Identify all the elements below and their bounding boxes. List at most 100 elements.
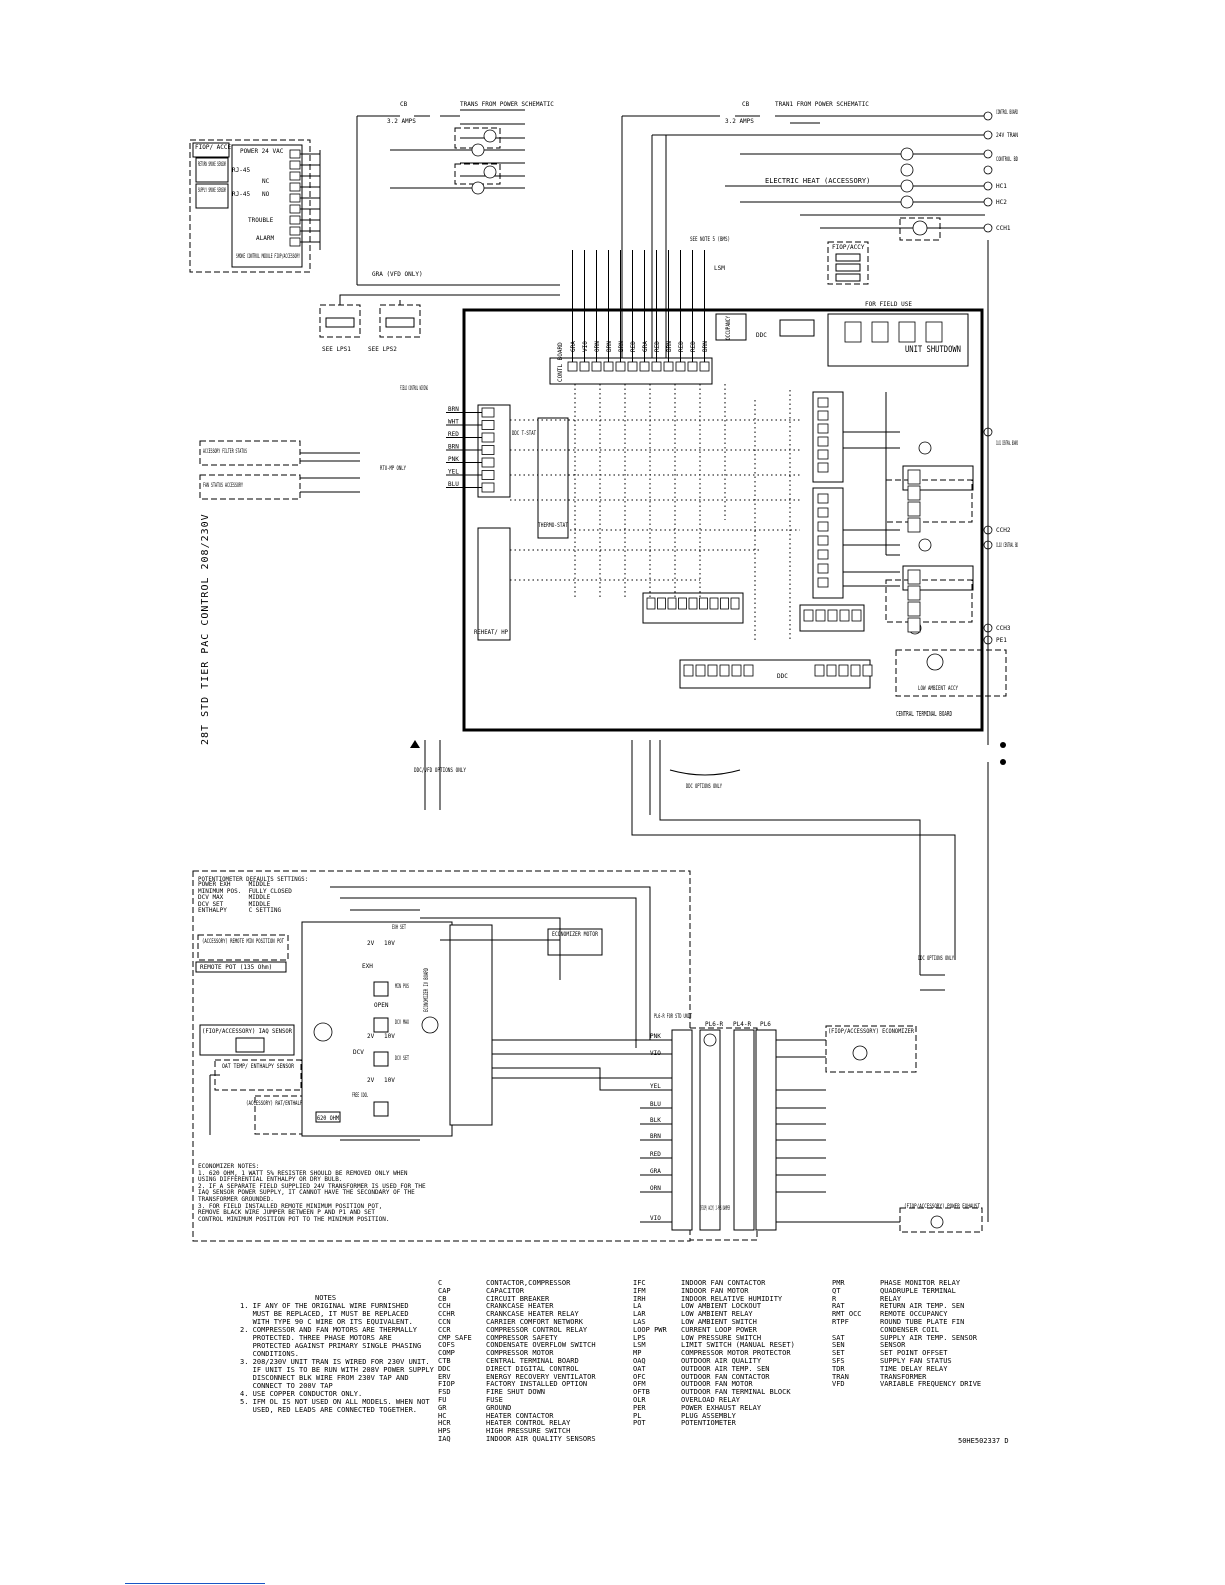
fan-status-label: FAN STATUS ACCESSORY [203,482,243,489]
wire-color-label: RED [690,341,697,352]
ddc-oat-terminal [851,609,862,622]
clo-terminals [817,397,921,633]
legend-code: R [832,1294,837,1303]
economizer-section: POTENTIOMETER DEFAULTS SETTINGS: (ACCESS… [192,870,983,1242]
power-label: POWER 24 VAC [240,148,284,155]
legend-description: PHASE MONITOR RELAY [880,1279,961,1287]
cb-amps-left: 3.2 AMPS [387,118,416,125]
filter-fan-status: ACCESSORY FILTER STATUS FAN STATUS ACCES… [199,440,360,500]
wire-color-label: RED [678,341,685,352]
clo2-terminal [817,577,829,588]
v10-1: 10V [384,940,395,947]
legend-description: TIME DELAY RELAY [880,1364,948,1373]
legend-code: FSD [438,1388,451,1397]
legend-description: FIRE SHUT DOWN [486,1388,546,1397]
cb-label-right: CB [742,101,750,108]
legend-description: INDOOR FAN MOTOR [681,1286,749,1295]
control-board-terminal [699,361,710,372]
clo2-terminal [817,563,829,574]
ddc-lower-terminal [695,664,706,677]
ddc-options-label: DDC OPTIONS ONLY [686,783,722,790]
smoke-module-label: SMOKE CONTROL MODULE FIOP/ACCESSORY [236,253,300,260]
legend-description: TRANSFORMER [880,1372,927,1381]
clo2-terminal [817,535,829,546]
clo-boards [812,391,974,635]
dcv-max-label: DCV MAX [395,1019,409,1026]
legend-code: OFC [633,1372,646,1381]
ddc-upper-terminal [646,597,656,610]
clo2-terminal [817,521,829,532]
legend-code: TRAN [832,1372,849,1381]
wire-color-label: PNK [448,456,459,463]
legend-code: CCN [438,1317,451,1326]
legend-description: COMPRESSOR CONTROL RELAY [486,1325,588,1334]
legend-code: PMR [832,1279,845,1287]
legend-code: IFC [633,1279,646,1287]
lps2-terminal [907,585,921,601]
legend-description: OUTDOOR FAN MOTOR [681,1380,753,1389]
ddc-terminals [646,597,873,677]
legend-description: ROUND TUBE PLATE FIN [880,1317,965,1326]
v2-1: 2V [367,940,375,947]
ddc-upper-terminal [678,597,687,610]
legend-code: CCH [438,1302,451,1311]
control-board-terminal [615,361,626,372]
lps-switches: SEE LPS1 SEE LPS2 [319,294,560,353]
legend-code: OAQ [633,1356,646,1365]
legend-description: LOW AMBIENT LOCKOUT [681,1302,762,1311]
wire-color-label: ORN [594,341,601,352]
legend-description: SUPPLY FAN STATUS [880,1356,952,1365]
legend-code: HC [438,1411,447,1420]
legend-code: LA [633,1302,642,1311]
smoke-terminals [289,149,301,247]
rat-enthalpy-label: (ACCESSORY) RAT/ENTHALPY SENSOR [246,1100,322,1107]
legend-description: HEATER CONTROL RELAY [486,1419,571,1428]
legend-description: GROUND [486,1403,512,1412]
legend-code: RMT OCC [832,1310,862,1319]
lps2-terminal [907,617,921,633]
legend-description: LIMIT SWITCH (MANUAL RESET) [681,1341,795,1350]
see-note5: SEE NOTE 5 (BMS) [690,236,730,243]
rt-label-1: 24V TRAN [996,132,1018,139]
exh-set-label: EXH SET [392,924,406,931]
rj45-1: RJ-45 [232,167,250,174]
reheat-hp: REHEAT/ HP [474,527,511,641]
legend-description: HEATER CONTACTOR [486,1411,554,1420]
rt-label-10: PE1 [996,637,1007,644]
legend-description: SUPPLY AIR TEMP. SENSOR [880,1333,977,1342]
fiop-accessory-label: FIOP/ ACCESSORY [195,144,250,151]
iaq-sensor-label: (FIOP/ACCESSORY) IAQ SENSOR [202,1028,292,1035]
lps1-terminal [907,485,921,501]
economizer-notes: ECONOMIZER NOTES: 1. 620 OHM, 1 WATT 5% … [198,1163,426,1223]
remote-min-label: (ACCESSORY) REMOTE MIN POSITION POT [202,938,284,945]
pot-defaults-title: POTENTIOMETER DEFAULTS SETTINGS: [198,876,308,883]
ddc-lower-terminal-2 [814,664,825,677]
ddc-upper-terminal [720,597,729,610]
left-transformer: TRANS FROM POWER SCHEMATIC CB 3.2 AMPS G… [356,101,560,286]
power-exhaust-label: (FIOP/ACCESSORY) POWER EXHAUST [904,1203,980,1210]
wire-color-label: GRA [642,341,649,352]
lps2-terminal [907,601,921,617]
wire-color-label: BRN [448,444,459,451]
tstat-terminal [481,445,495,455]
legend-code: IRH [633,1294,646,1303]
rt-label-4: HC2 [996,199,1007,206]
unit-shutdown-label: UNIT SHUTDOWN [905,345,961,355]
v10-2: 10V [384,1033,395,1040]
